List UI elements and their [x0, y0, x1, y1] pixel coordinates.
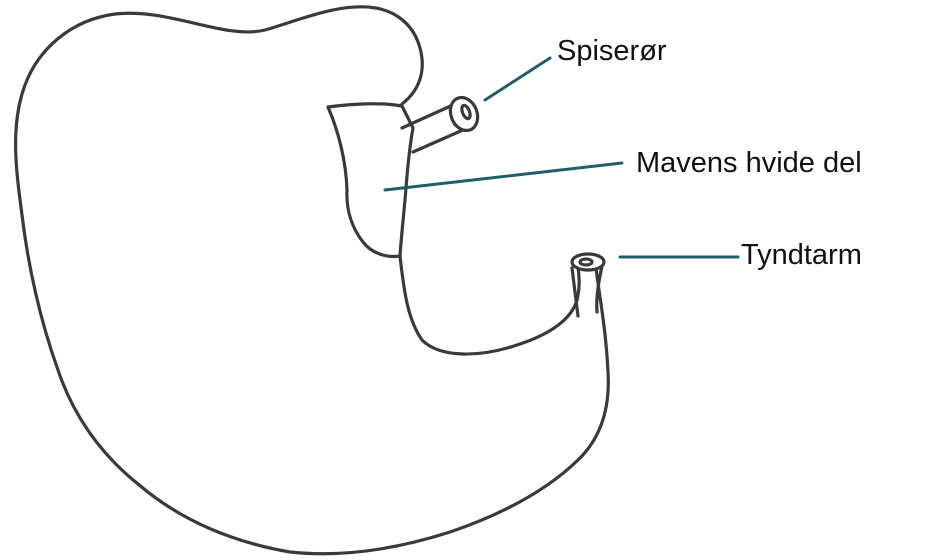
label-small-intestine: Tyndtarm: [741, 239, 862, 271]
stomach-lesser-curvature: [400, 256, 579, 354]
label-esophagus: Spiserør: [557, 35, 667, 67]
small-intestine-opening: [572, 254, 604, 270]
label-white-part: Mavens hvide del: [636, 147, 862, 179]
stomach-white-part-pouch: [328, 104, 413, 257]
leader-line-white-part: [385, 163, 622, 190]
stomach-body-outline: [16, 7, 609, 554]
leader-line-esophagus: [485, 58, 550, 100]
